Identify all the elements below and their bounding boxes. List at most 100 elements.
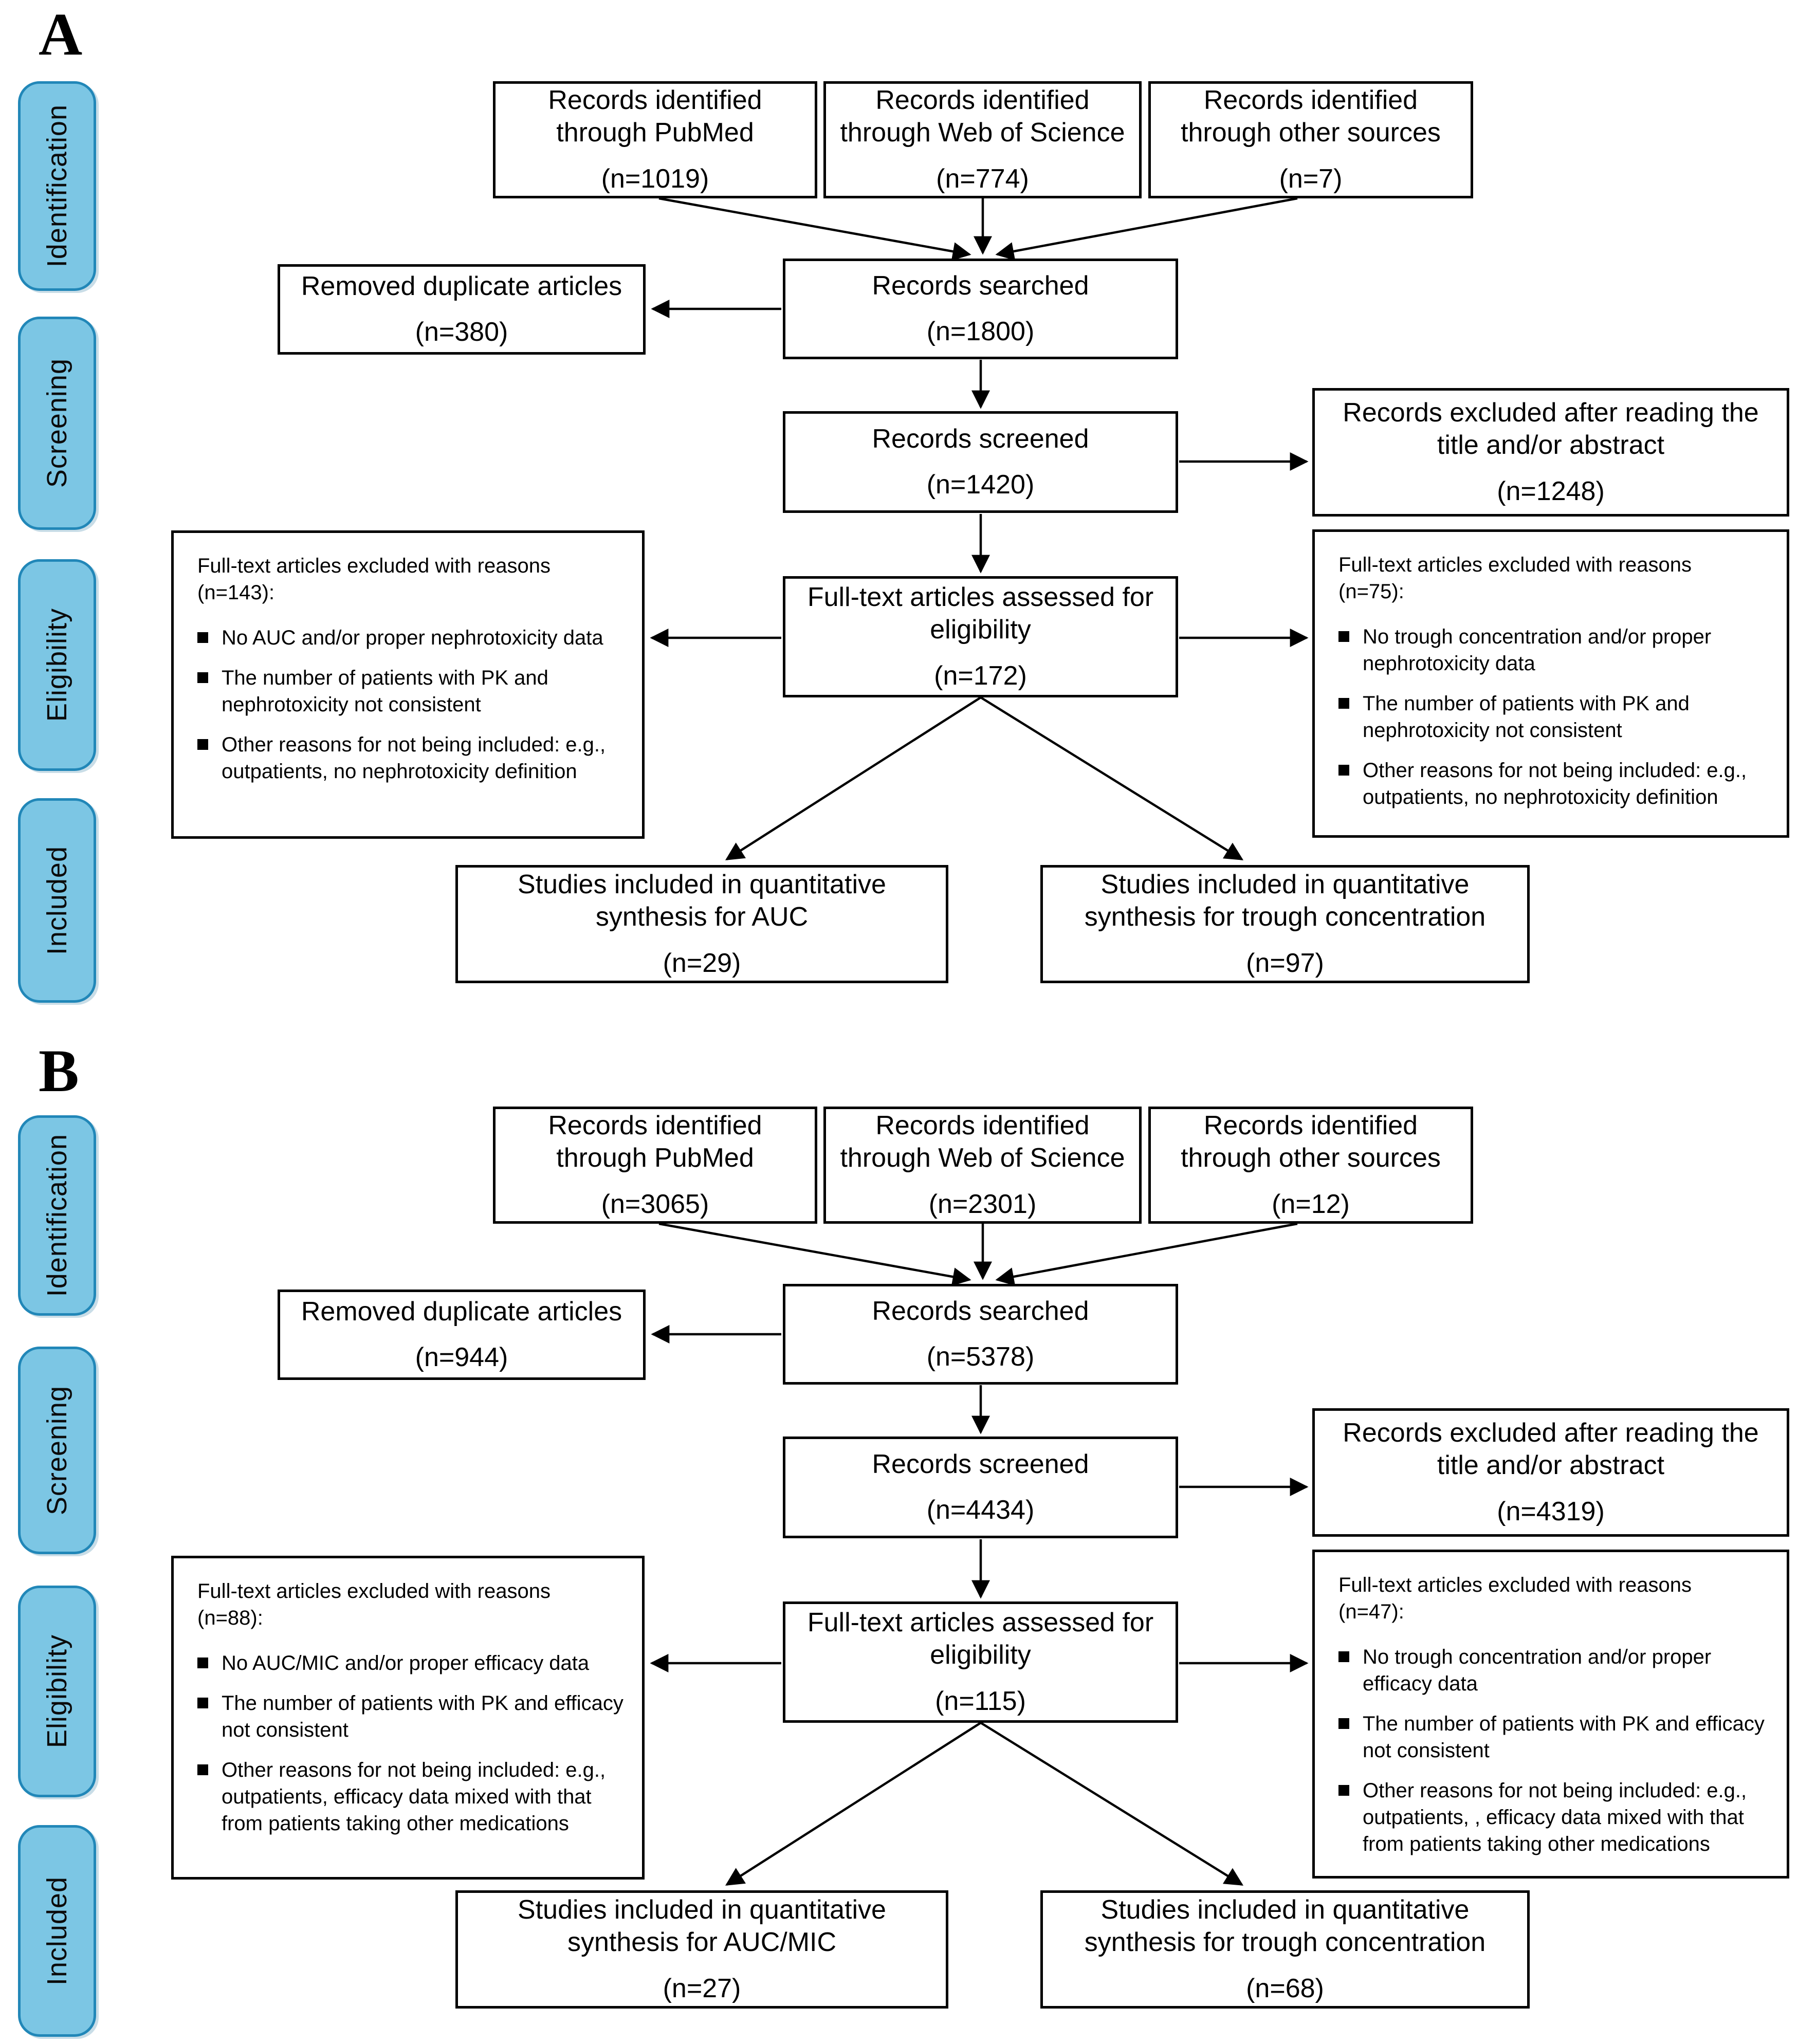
reason-item: The number of patients with PK and nephr… xyxy=(1338,690,1773,744)
panel-b-label: B xyxy=(39,1037,79,1104)
panel-a: A Identification Screening Eligibility I… xyxy=(0,0,1798,1019)
reason-item: The number of patients with PK and effic… xyxy=(197,1690,629,1743)
node-count: (n=1019) xyxy=(601,163,709,194)
node-count: (n=4319) xyxy=(1497,1496,1605,1526)
node-records-searched: Records searched (n=5378) xyxy=(783,1284,1178,1385)
node-count: (n=115) xyxy=(935,1686,1026,1716)
node-label: Full-text articles assessed for eligibil… xyxy=(807,582,1154,645)
reasons-count: (n=75): xyxy=(1338,580,1404,603)
stage-label: Included xyxy=(42,1876,72,1986)
reason-item: No AUC and/or proper nephrotoxicity data xyxy=(197,624,603,651)
bullet-square-icon xyxy=(197,1698,208,1708)
node-count: (n=380) xyxy=(415,317,508,347)
node-label: Records identified through PubMed xyxy=(548,1110,762,1173)
node-label: Records excluded after reading the title… xyxy=(1343,397,1759,461)
node-label: Removed duplicate articles xyxy=(301,1296,622,1327)
node-records-identified-wos: Records identified through Web of Scienc… xyxy=(823,81,1142,198)
reason-text: The number of patients with PK and effic… xyxy=(222,1692,623,1741)
node-records-screened: Records screened (n=1420) xyxy=(783,411,1178,513)
node-label: Records searched xyxy=(872,270,1089,301)
node-fulltext-assessed: Full-text articles assessed for eligibil… xyxy=(783,576,1178,697)
node-label: Records screened xyxy=(872,423,1089,454)
node-label: Records searched xyxy=(872,1296,1089,1326)
node-count: (n=1800) xyxy=(926,317,1035,346)
reason-text: No trough concentration and/or proper ne… xyxy=(1363,625,1712,675)
node-included-trough: Studies included in quantitative synthes… xyxy=(1040,1890,1530,2009)
node-records-excluded-title-abstract: Records excluded after reading the title… xyxy=(1312,388,1789,517)
bullet-square-icon xyxy=(1338,1718,1349,1729)
reason-text: Other reasons for not being included: e.… xyxy=(222,733,606,783)
reason-item: Other reasons for not being included: e.… xyxy=(197,1757,629,1837)
reason-item: Other reasons for not being included: e.… xyxy=(197,731,629,785)
node-label: Studies included in quantitative synthes… xyxy=(518,1894,886,1958)
reason-text: The number of patients with PK and nephr… xyxy=(222,667,548,716)
stage-label: Identification xyxy=(42,104,72,268)
stage-eligibility: Eligibility xyxy=(18,559,96,771)
node-count: (n=5378) xyxy=(926,1342,1035,1372)
node-label: Records identified through Web of Scienc… xyxy=(840,1110,1125,1173)
reasons-title: Full-text articles excluded with reasons xyxy=(197,1580,551,1603)
node-records-excluded-title-abstract: Records excluded after reading the title… xyxy=(1312,1408,1789,1537)
reason-item: The number of patients with PK and effic… xyxy=(1338,1710,1773,1764)
stage-label: Eligibility xyxy=(42,608,72,722)
node-removed-duplicates: Removed duplicate articles (n=944) xyxy=(278,1290,646,1380)
node-count: (n=7) xyxy=(1279,163,1343,194)
node-removed-duplicates: Removed duplicate articles (n=380) xyxy=(278,264,646,355)
bullet-square-icon xyxy=(1338,1651,1349,1662)
bullet-square-icon xyxy=(197,739,208,750)
stage-included: Included xyxy=(18,798,96,1003)
node-count: (n=97) xyxy=(1246,948,1324,978)
bullet-square-icon xyxy=(1338,631,1349,642)
node-included-auc: Studies included in quantitative synthes… xyxy=(455,865,948,983)
stage-label: Eligibility xyxy=(42,1634,72,1748)
node-count: (n=3065) xyxy=(601,1189,709,1219)
node-records-identified-other: Records identified through other sources… xyxy=(1148,1107,1473,1224)
node-count: (n=4434) xyxy=(926,1495,1035,1525)
reasons-title: Full-text articles excluded with reasons xyxy=(1338,1574,1692,1596)
node-count: (n=27) xyxy=(663,1973,741,2003)
stage-identification: Identification xyxy=(18,1115,96,1316)
stage-label: Identification xyxy=(42,1134,72,1297)
node-count: (n=1420) xyxy=(926,470,1035,500)
node-count: (n=944) xyxy=(415,1342,508,1372)
bullet-square-icon xyxy=(197,1764,208,1775)
node-label: Studies included in quantitative synthes… xyxy=(1084,869,1486,932)
reasons-title: Full-text articles excluded with reasons xyxy=(1338,554,1692,576)
node-count: (n=2301) xyxy=(928,1189,1037,1219)
stage-label: Screening xyxy=(42,1385,72,1516)
bullet-square-icon xyxy=(1338,1785,1349,1796)
node-records-identified-other: Records identified through other sources… xyxy=(1148,81,1473,198)
reasons-count: (n=88): xyxy=(197,1607,263,1629)
bullet-square-icon xyxy=(1338,698,1349,709)
stage-label: Included xyxy=(42,845,72,955)
reasons-count: (n=47): xyxy=(1338,1600,1404,1623)
node-count: (n=1248) xyxy=(1497,476,1605,506)
node-label: Records identified through other sources xyxy=(1181,1110,1441,1173)
stage-identification: Identification xyxy=(18,81,96,291)
node-records-screened: Records screened (n=4434) xyxy=(783,1437,1178,1538)
reasons-count: (n=143): xyxy=(197,581,275,604)
node-fulltext-excluded-reasons-left: Full-text articles excluded with reasons… xyxy=(171,530,645,839)
bullet-square-icon xyxy=(197,672,208,683)
node-label: Removed duplicate articles xyxy=(301,271,622,301)
node-label: Full-text articles assessed for eligibil… xyxy=(807,1607,1154,1670)
stage-included: Included xyxy=(18,1825,96,2037)
node-count: (n=172) xyxy=(934,660,1027,691)
stage-screening: Screening xyxy=(18,1347,96,1554)
node-fulltext-excluded-reasons-left: Full-text articles excluded with reasons… xyxy=(171,1556,645,1880)
node-records-identified-wos: Records identified through Web of Scienc… xyxy=(823,1107,1142,1224)
reasons-title: Full-text articles excluded with reasons xyxy=(197,555,551,577)
node-label: Records identified through Web of Scienc… xyxy=(840,85,1125,148)
reason-text: No AUC/MIC and/or proper efficacy data xyxy=(222,1652,590,1674)
node-label: Studies included in quantitative synthes… xyxy=(518,869,886,932)
node-label: Studies included in quantitative synthes… xyxy=(1084,1894,1486,1958)
node-fulltext-excluded-reasons-right: Full-text articles excluded with reasons… xyxy=(1312,529,1789,838)
reason-text: No AUC and/or proper nephrotoxicity data xyxy=(222,627,603,649)
node-included-auc-mic: Studies included in quantitative synthes… xyxy=(455,1890,948,2009)
reason-item: No trough concentration and/or proper ef… xyxy=(1338,1644,1773,1697)
reason-item: No AUC/MIC and/or proper efficacy data xyxy=(197,1650,589,1677)
node-label: Records identified through other sources xyxy=(1181,85,1441,148)
node-count: (n=68) xyxy=(1246,1973,1324,2003)
reason-item: No trough concentration and/or proper ne… xyxy=(1338,623,1773,677)
